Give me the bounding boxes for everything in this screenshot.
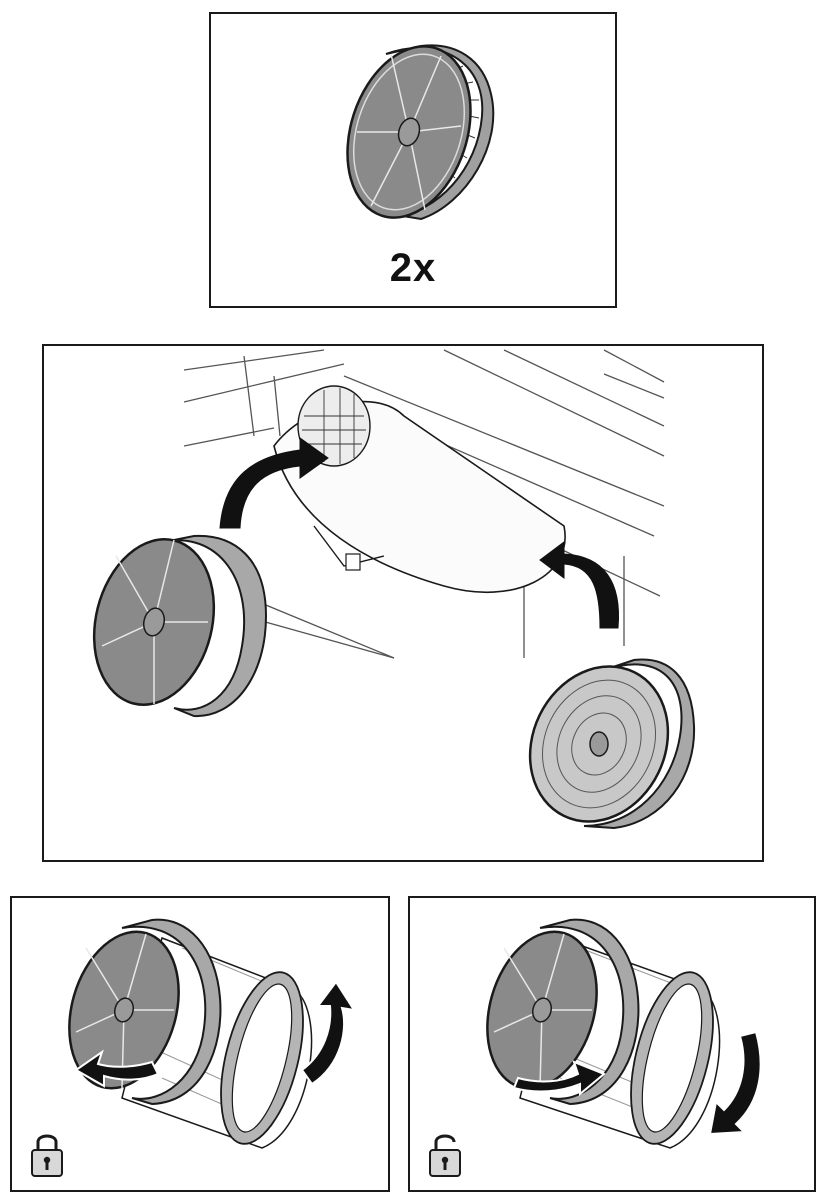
- install-illustration: [92, 349, 696, 830]
- arrow-rotate-right: [512, 1060, 606, 1097]
- lock-panel: [10, 896, 390, 1192]
- arrow-up-right: [539, 541, 620, 629]
- arrow-up-left: [219, 437, 329, 529]
- unlock-panel: [408, 896, 816, 1192]
- arrow-rotate-left: [74, 1049, 160, 1088]
- hood-frame: [183, 349, 665, 659]
- unlock-illustration: [429, 918, 762, 1177]
- arrow-rotate-up: [300, 980, 357, 1086]
- quantity-label: 2x: [389, 246, 437, 290]
- right-filter: [528, 658, 696, 830]
- lock-illustration: [31, 918, 357, 1177]
- lock-closed-icon: [31, 1134, 63, 1177]
- carbon-filter-icon: [346, 44, 495, 221]
- arrow-rotate-down: [708, 1030, 762, 1136]
- lock-open-icon: [429, 1134, 461, 1177]
- install-panel: [42, 344, 764, 862]
- left-filter: [92, 534, 268, 718]
- contents-panel: 2x: [209, 12, 617, 308]
